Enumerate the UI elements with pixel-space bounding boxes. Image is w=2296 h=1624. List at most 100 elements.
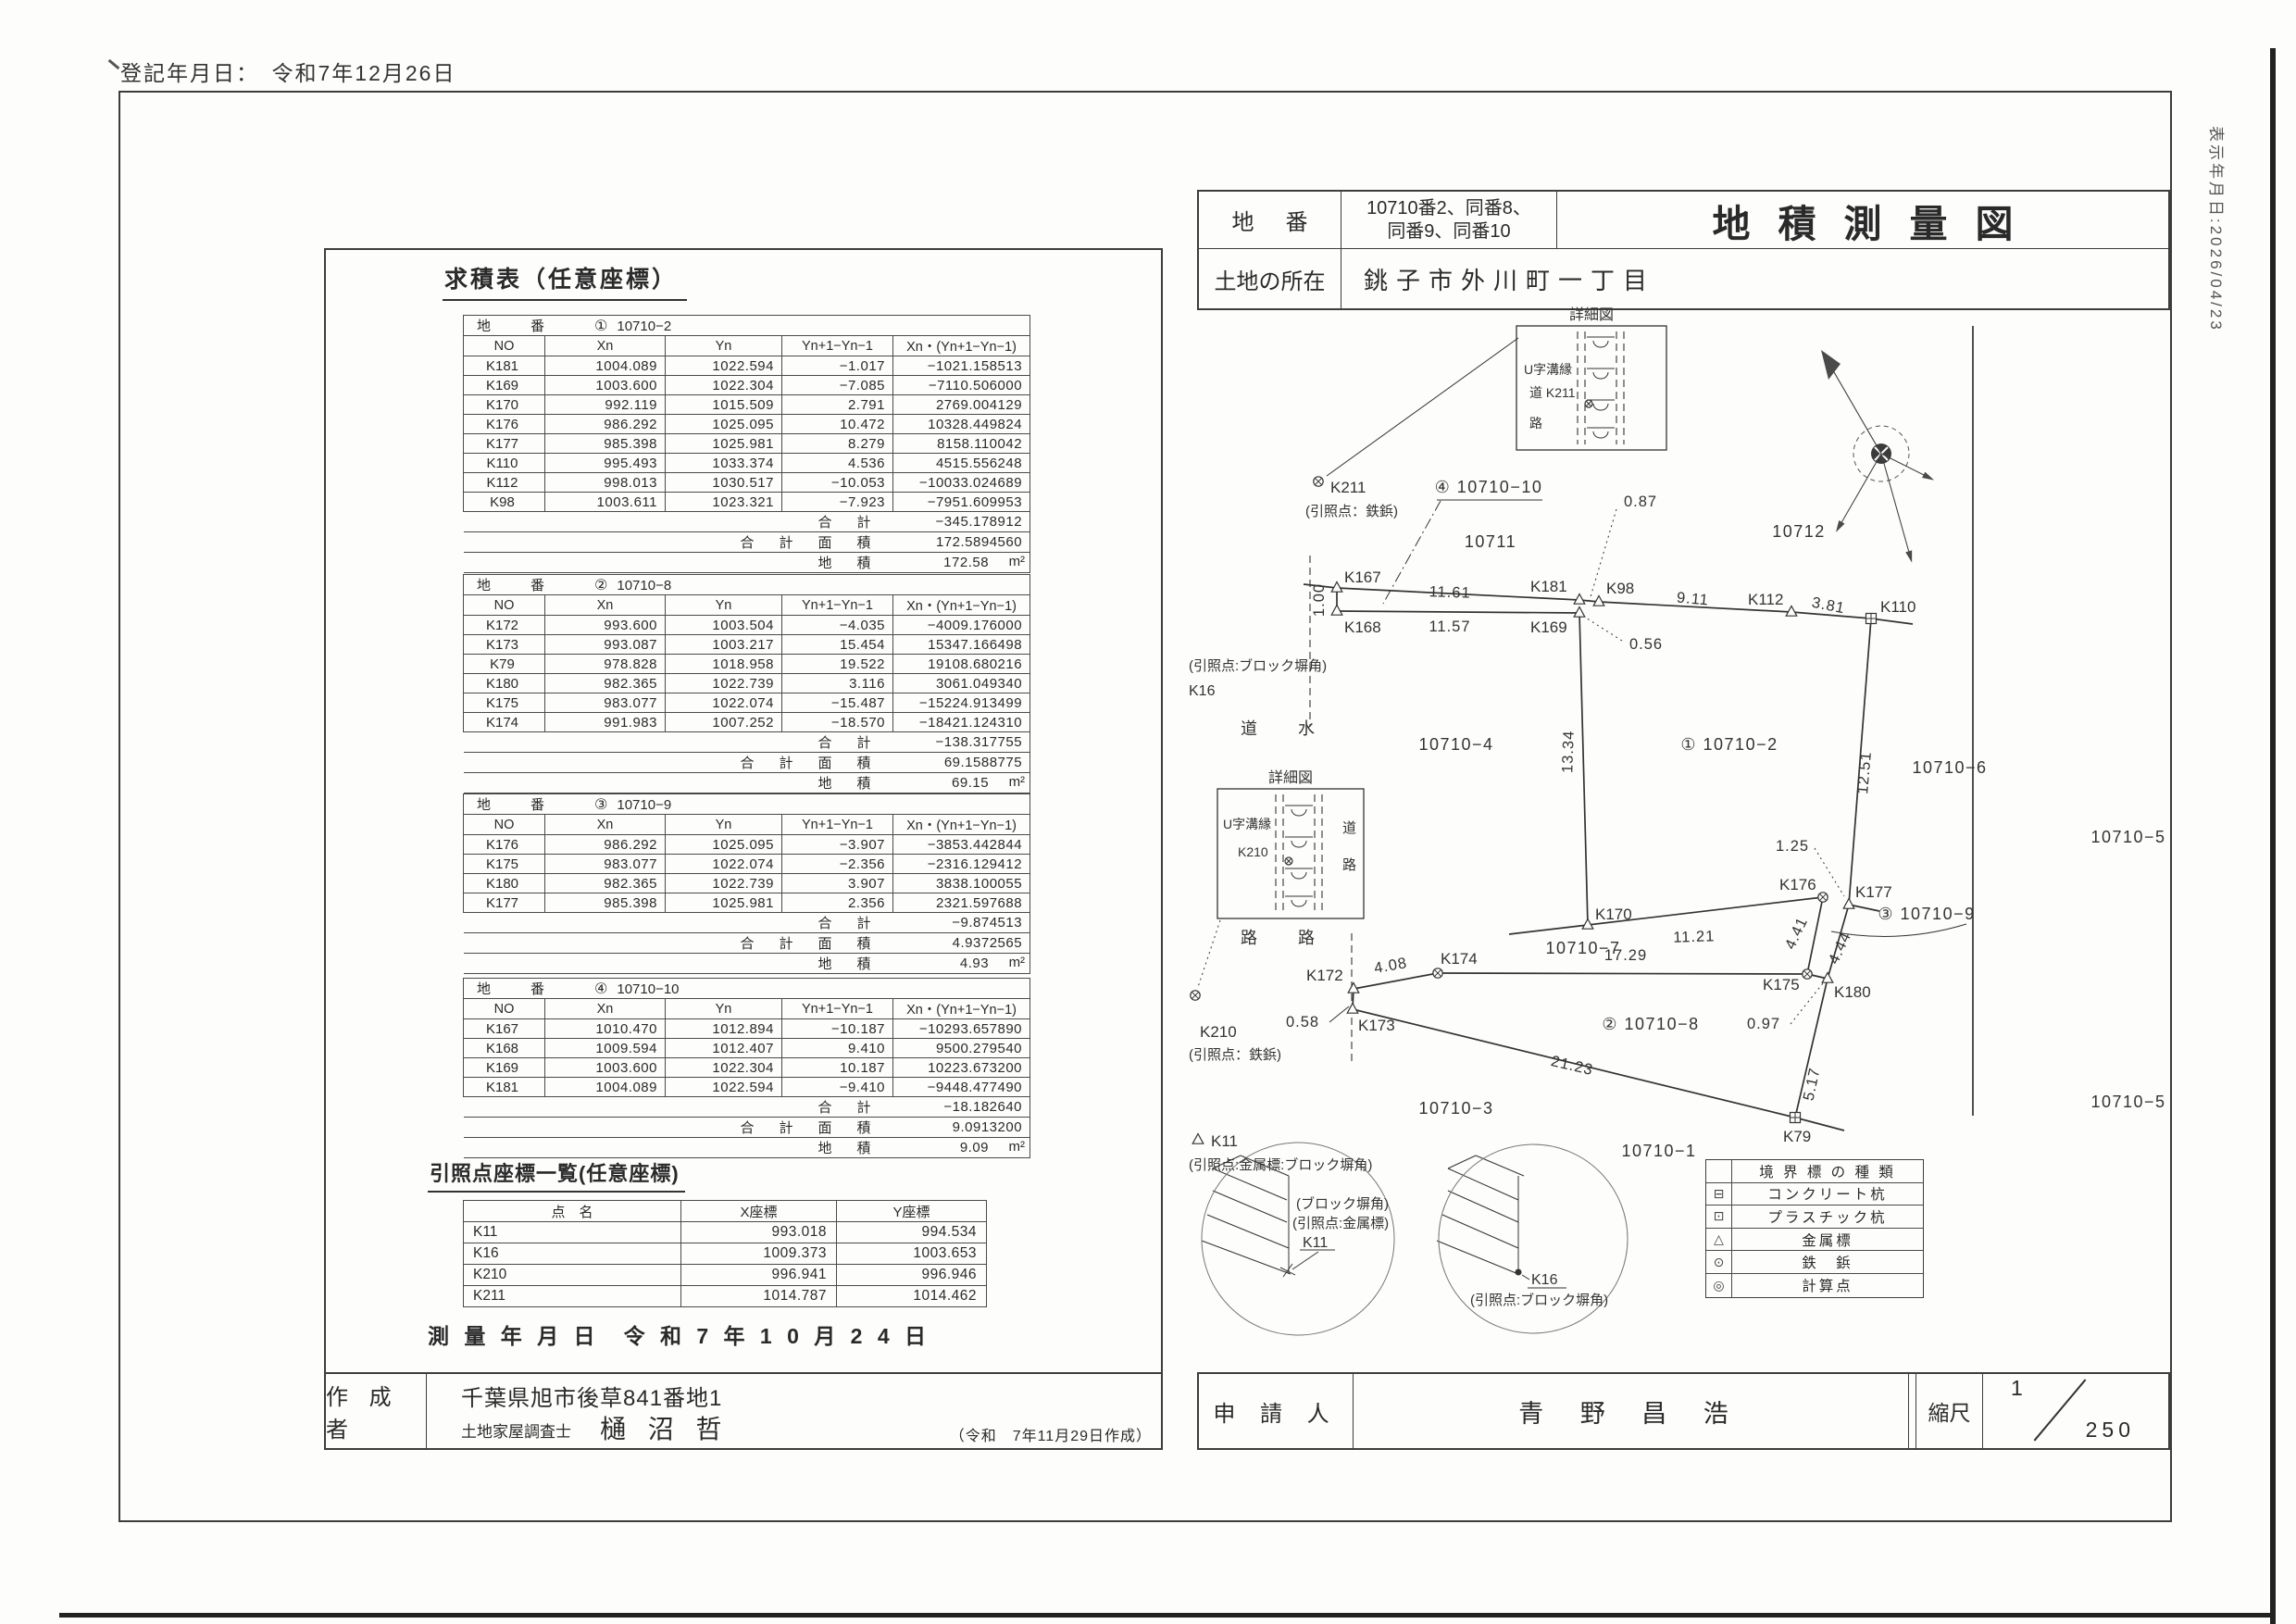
parcel-number-line2: 同番9、同番10 <box>1387 220 1511 242</box>
scale-value: 1 250 <box>1983 1374 2168 1448</box>
scale-numerator: 1 <box>2011 1376 2023 1400</box>
outer-frame <box>119 91 2172 1522</box>
document-title: 地積測量図 <box>1712 202 2041 245</box>
metal-marker-icon: △ <box>1706 1228 1732 1251</box>
total-row: 合 計−18.182640 <box>463 1096 1031 1118</box>
author-created-date: （令和 7年11月29日作成） <box>949 1429 1152 1444</box>
scan-edge-right <box>2270 48 2276 1624</box>
scan-mark <box>107 58 120 70</box>
title-block-row2: 土地の所在 銚子市外川町一丁目 <box>1199 249 2168 308</box>
display-date-vertical: 表示年月日:2026/04/23 <box>2207 126 2225 332</box>
title-block: 地番 10710番2、同番8、 同番9、同番10 地積測量図 土地の所在 銚子市… <box>1197 190 2170 310</box>
computed-point-icon: ◎ <box>1706 1273 1732 1297</box>
survey-date-value: 令 和 7 年 1 0 月 2 4 日 <box>623 1324 931 1348</box>
legend-item: ⊡プラスチック杭 <box>1706 1206 1923 1229</box>
survey-date-label: 測 量 年 月 日 <box>428 1324 600 1348</box>
parcel-number-label: 地番 <box>1199 192 1341 248</box>
location-value: 銚子市外川町一丁目 <box>1364 266 1656 294</box>
legend-item: ⊙鉄 鋲 <box>1706 1251 1923 1274</box>
plastic-pile-icon: ⊡ <box>1706 1206 1732 1228</box>
parcel-number-value: 10710番2、同番8、 同番9、同番10 <box>1341 192 1557 248</box>
scale-denominator: 250 <box>2085 1418 2135 1442</box>
survey-date: 測 量 年 月 日令 和 7 年 1 0 月 2 4 日 <box>428 1318 955 1350</box>
author-box: 作 成 者 千葉県旭市後草841番地1 土地家屋調査士 樋 沼 哲 （令和 7年… <box>324 1372 1163 1450</box>
legend-header: 境 界 標 の 種 類 <box>1706 1160 1923 1183</box>
legend-item: ⊟コンクリート杭 <box>1706 1182 1923 1206</box>
parcel-number-line1: 10710番2、同番8、 <box>1366 197 1531 219</box>
total-row: 合 計−345.178912 <box>463 511 1031 532</box>
concrete-pile-icon: ⊟ <box>1706 1182 1732 1206</box>
scan-edge-bottom <box>59 1613 2276 1618</box>
applicant-label: 申 請 人 <box>1199 1374 1354 1448</box>
legend-item: △金属標 <box>1706 1228 1923 1252</box>
scale-label: 縮尺 <box>1916 1374 1983 1448</box>
legend-item: ◎計算点 <box>1706 1273 1923 1297</box>
total-row: 合 計−138.317755 <box>463 731 1031 753</box>
scale-slash-icon <box>2033 1379 2087 1442</box>
registration-date: 登記年月日： 令和7年12月26日 <box>120 61 456 85</box>
total-row: 合 計−9.874513 <box>463 912 1031 933</box>
author-role: 土地家屋調査士 <box>461 1423 571 1441</box>
author-label: 作 成 者 <box>326 1374 427 1448</box>
legend-box: 境 界 標 の 種 類⊟コンクリート杭⊡プラスチック杭△金属標⊙鉄 鋲◎計算点 <box>1705 1159 1924 1298</box>
iron-pin-icon: ⊙ <box>1706 1251 1732 1273</box>
author-address: 千葉県旭市後草841番地1 <box>461 1386 723 1411</box>
area-table-title: 求積表（任意座標） <box>443 261 688 301</box>
title-block-row1: 地番 10710番2、同番8、 同番9、同番10 地積測量図 <box>1199 192 2168 249</box>
double-rule <box>1909 1374 1916 1448</box>
location-label: 土地の所在 <box>1199 249 1341 308</box>
applicant-name: 青 野 昌 浩 <box>1354 1374 1909 1448</box>
author-name: 樋 沼 哲 <box>600 1415 730 1443</box>
reference-point-title: 引照点座標一覧(任意座標) <box>428 1157 685 1193</box>
